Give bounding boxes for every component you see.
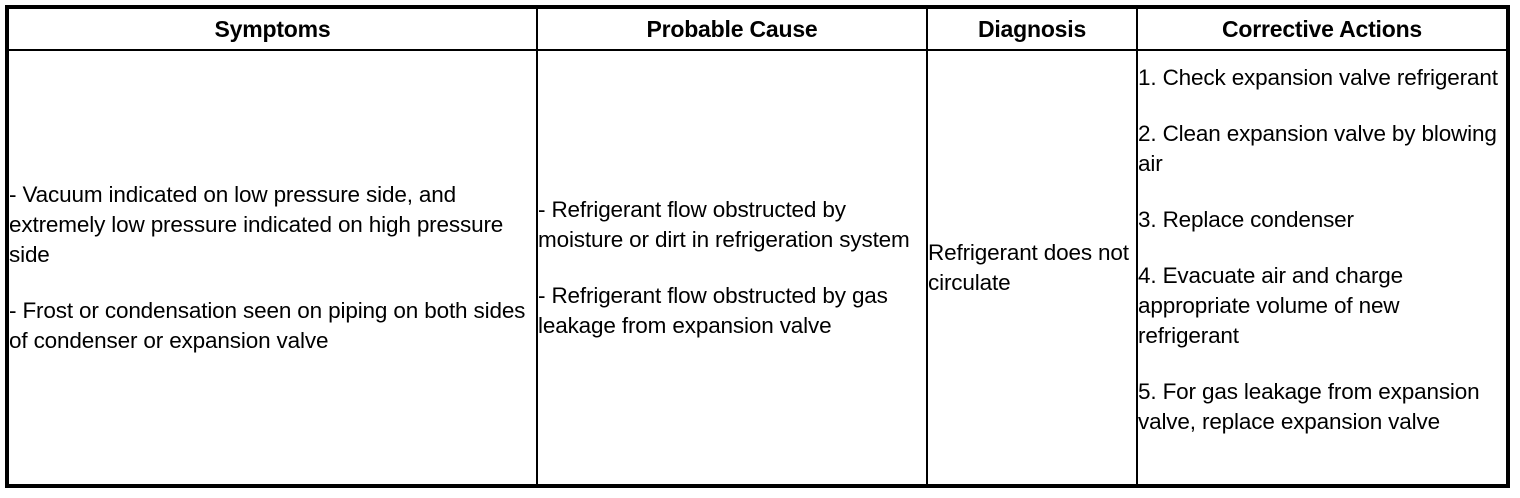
column-header-corrective-actions: Corrective Actions	[1136, 6, 1509, 51]
header-row: Symptoms Probable Cause Diagnosis Correc…	[6, 6, 1509, 51]
table-header: Symptoms Probable Cause Diagnosis Correc…	[6, 6, 1509, 51]
probable-cause-item: - Refrigerant flow obstructed by moistur…	[538, 196, 910, 252]
corrective-action-item: 3. Replace condenser	[1138, 207, 1354, 232]
cell-diagnosis: Refrigerant does not circulate	[926, 49, 1138, 487]
table-row: - Vacuum indicated on low pressure side,…	[6, 49, 1509, 487]
symptom-item: - Vacuum indicated on low pressure side,…	[9, 181, 504, 267]
probable-cause-item: - Refrigerant flow obstructed by gas lea…	[538, 282, 888, 338]
corrective-action-item: 5. For gas leakage from expansion valve,…	[1138, 379, 1480, 434]
diagnosis-text: Refrigerant does not circulate	[928, 239, 1129, 295]
column-header-diagnosis: Diagnosis	[926, 6, 1138, 51]
column-header-symptoms: Symptoms	[6, 6, 538, 51]
corrective-action-item: 1. Check expansion valve refrigerant	[1138, 65, 1498, 90]
table-body: - Vacuum indicated on low pressure side,…	[6, 49, 1509, 487]
symptom-item: - Frost or condensation seen on piping o…	[9, 297, 526, 353]
cell-corrective-actions: 1. Check expansion valve refrigerant 2. …	[1136, 49, 1509, 487]
corrective-action-item: 2. Clean expansion valve by blowing air	[1138, 121, 1497, 176]
troubleshooting-table: Symptoms Probable Cause Diagnosis Correc…	[5, 5, 1510, 488]
cell-symptoms: - Vacuum indicated on low pressure side,…	[6, 49, 538, 487]
column-header-probable-cause: Probable Cause	[536, 6, 928, 51]
cell-probable-cause: - Refrigerant flow obstructed by moistur…	[536, 49, 928, 487]
corrective-action-item: 4. Evacuate air and charge appropriate v…	[1138, 263, 1404, 348]
